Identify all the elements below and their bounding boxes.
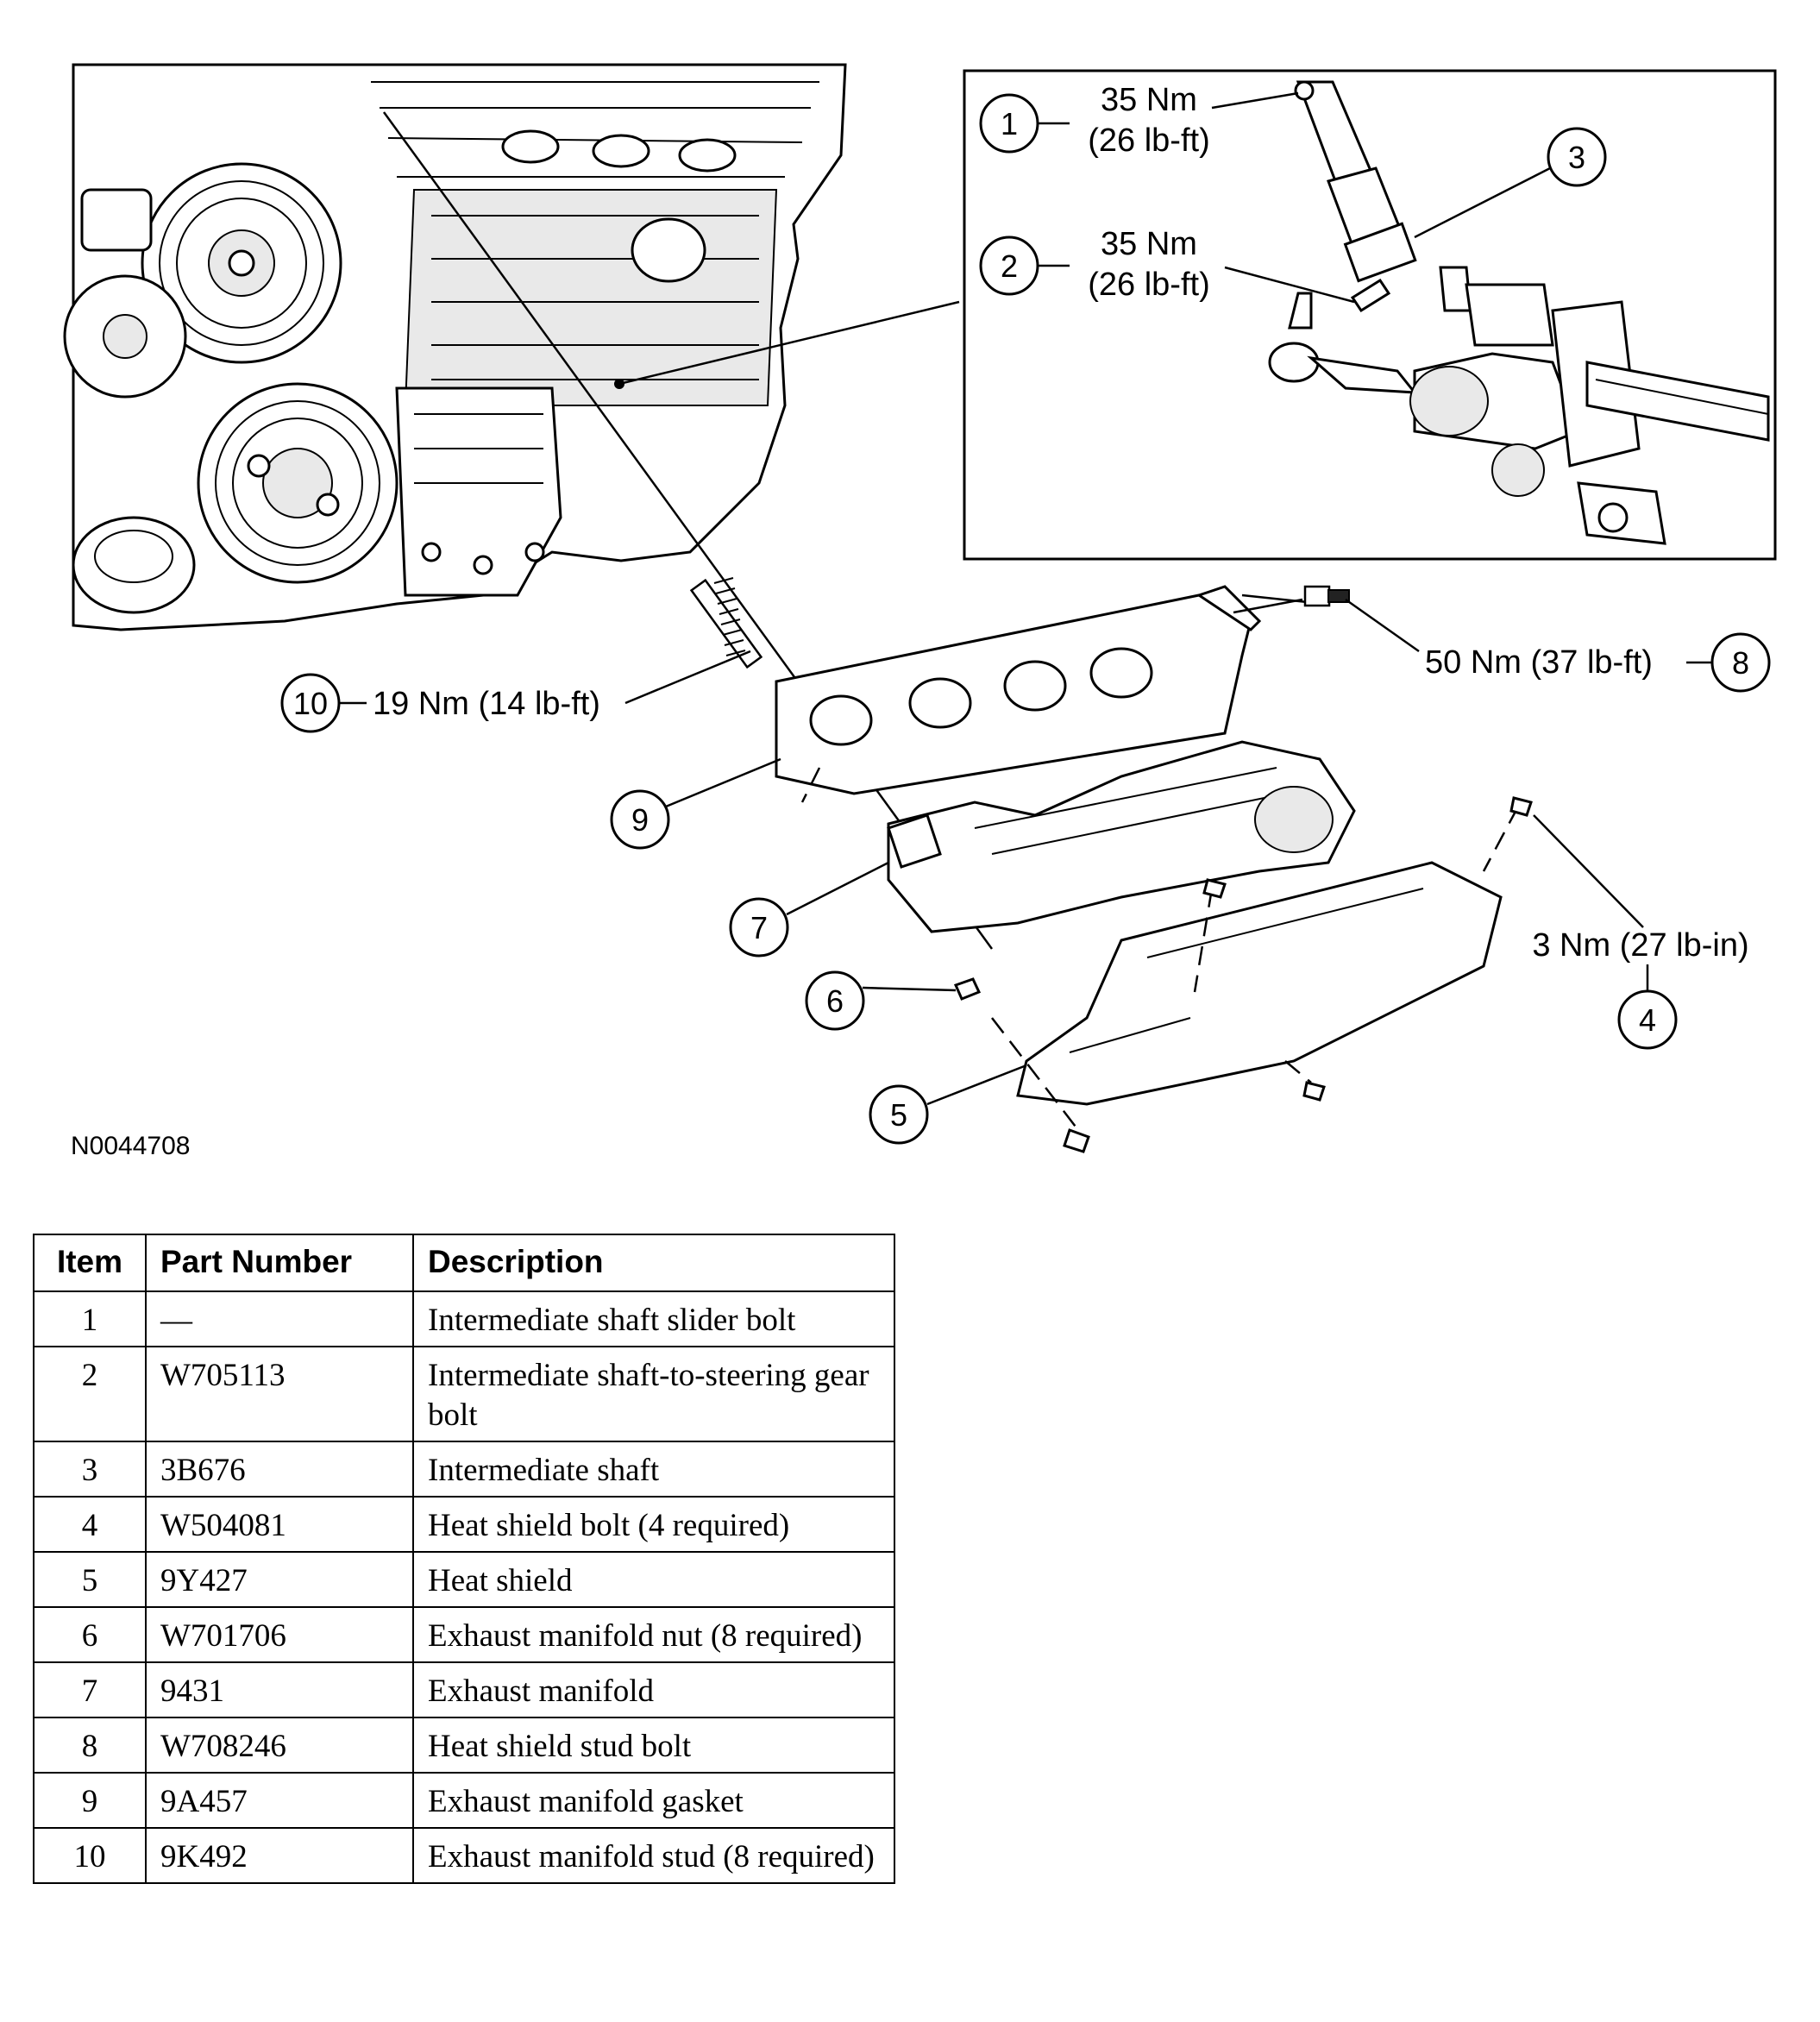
callout-2-number: 2: [1001, 248, 1018, 284]
callout-8-torque: 50 Nm (37 lb-ft): [1425, 644, 1653, 681]
heat-shield-stud-bolt: [1233, 585, 1350, 614]
table-row: 3 3B676 Intermediate shaft: [33, 1441, 895, 1498]
parts-table: Item Part Number Description 1 — Interme…: [33, 1234, 895, 1884]
callout-6-number: 6: [826, 983, 844, 1019]
table-row: 2 W705113 Intermediate shaft-to-steering…: [33, 1346, 895, 1442]
callout-8: 50 Nm (37 lb-ft) 8: [1345, 598, 1771, 693]
table-row: 4 W504081 Heat shield bolt (4 required): [33, 1496, 895, 1553]
cell-item: 9: [33, 1772, 147, 1829]
cell-part-number: 9431: [145, 1661, 414, 1718]
cell-item: 6: [33, 1606, 147, 1663]
callout-5: 5: [869, 1064, 1027, 1145]
cell-description: Intermediate shaft slider bolt: [412, 1290, 895, 1347]
engine-illustration: [63, 63, 960, 631]
cell-item: 3: [33, 1441, 147, 1498]
cell-part-number: 3B676: [145, 1441, 414, 1498]
header-item: Item: [33, 1234, 147, 1292]
callout-1-torque-nm: 35 Nm: [1101, 82, 1197, 118]
exhaust-stud: [382, 111, 994, 950]
cell-part-number: W504081: [145, 1496, 414, 1553]
cell-part-number: —: [145, 1290, 414, 1347]
callout-8-number: 8: [1732, 645, 1749, 681]
cell-description: Heat shield bolt (4 required): [412, 1496, 895, 1553]
cell-description: Intermediate shaft-to-steering gear bolt: [412, 1346, 895, 1442]
callout-2-torque-imperial: (26 lb-ft): [1088, 267, 1209, 303]
cell-part-number: 9K492: [145, 1827, 414, 1884]
callout-2: 2 35 Nm (26 lb-ft): [979, 226, 1355, 304]
cell-item: 7: [33, 1661, 147, 1718]
callout-3: 3: [1414, 127, 1607, 239]
cell-item: 4: [33, 1496, 147, 1553]
callout-7-number: 7: [750, 910, 768, 945]
callout-4-torque: 3 Nm (27 lb-in): [1532, 927, 1748, 964]
table-row: 9 9A457 Exhaust manifold gasket: [33, 1772, 895, 1829]
heat-shield: [1016, 861, 1503, 1106]
cell-item: 2: [33, 1346, 147, 1442]
table-row: 5 9Y427 Heat shield: [33, 1551, 895, 1608]
exploded-parts-diagram: 1 35 Nm (26 lb-ft) 2 35 Nm (26 lb-ft) 3 …: [63, 63, 1777, 1160]
cell-item: 5: [33, 1551, 147, 1608]
heat-shield-bolts: [800, 767, 1533, 1153]
callout-2-torque-nm: 35 Nm: [1101, 226, 1197, 262]
table-row: 8 W708246 Heat shield stud bolt: [33, 1717, 895, 1774]
cell-part-number: W708246: [145, 1717, 414, 1774]
cell-description: Exhaust manifold: [412, 1661, 895, 1718]
cell-description: Exhaust manifold nut (8 required): [412, 1606, 895, 1663]
steering-inset-box: [963, 69, 1777, 561]
cell-item: 1: [33, 1290, 147, 1347]
cell-item: 8: [33, 1717, 147, 1774]
cell-part-number: 9A457: [145, 1772, 414, 1829]
callout-10-torque: 19 Nm (14 lb-ft): [373, 686, 600, 722]
exhaust-manifold-gasket: [775, 585, 1325, 795]
callout-7: 7: [729, 861, 889, 958]
table-row: 10 9K492 Exhaust manifold stud (8 requir…: [33, 1827, 895, 1884]
cell-part-number: W705113: [145, 1346, 414, 1442]
callout-1-number: 1: [1001, 106, 1018, 141]
callout-9: 9: [610, 757, 781, 850]
table-row: 6 W701706 Exhaust manifold nut (8 requir…: [33, 1606, 895, 1663]
table-row: 7 9431 Exhaust manifold: [33, 1661, 895, 1718]
cell-part-number: W701706: [145, 1606, 414, 1663]
callout-10-number: 10: [293, 686, 328, 721]
callout-10: 10 19 Nm (14 lb-ft): [280, 650, 751, 733]
callout-4: 3 Nm (27 lb-in) 4: [1532, 814, 1749, 1050]
cell-description: Heat shield: [412, 1551, 895, 1608]
callout-9-number: 9: [631, 802, 649, 838]
callout-3-number: 3: [1568, 140, 1585, 175]
table-header-row: Item Part Number Description: [33, 1234, 895, 1292]
callout-5-number: 5: [890, 1097, 907, 1133]
cell-description: Heat shield stud bolt: [412, 1717, 895, 1774]
exhaust-manifold-nut: [953, 977, 982, 1001]
cell-part-number: 9Y427: [145, 1551, 414, 1608]
cell-description: Exhaust manifold gasket: [412, 1772, 895, 1829]
figure-id: N0044708: [71, 1132, 190, 1160]
callout-4-number: 4: [1639, 1002, 1656, 1038]
cell-item: 10: [33, 1827, 147, 1884]
header-part-number: Part Number: [145, 1234, 414, 1292]
callout-6: 6: [805, 970, 957, 1031]
cell-description: Exhaust manifold stud (8 required): [412, 1827, 895, 1884]
callout-1-torque-imperial: (26 lb-ft): [1088, 122, 1209, 159]
table-row: 1 — Intermediate shaft slider bolt: [33, 1290, 895, 1347]
cell-description: Intermediate shaft: [412, 1441, 895, 1498]
exhaust-manifold: [887, 740, 1356, 933]
callout-1: 1 35 Nm (26 lb-ft): [979, 82, 1299, 159]
header-description: Description: [412, 1234, 895, 1292]
